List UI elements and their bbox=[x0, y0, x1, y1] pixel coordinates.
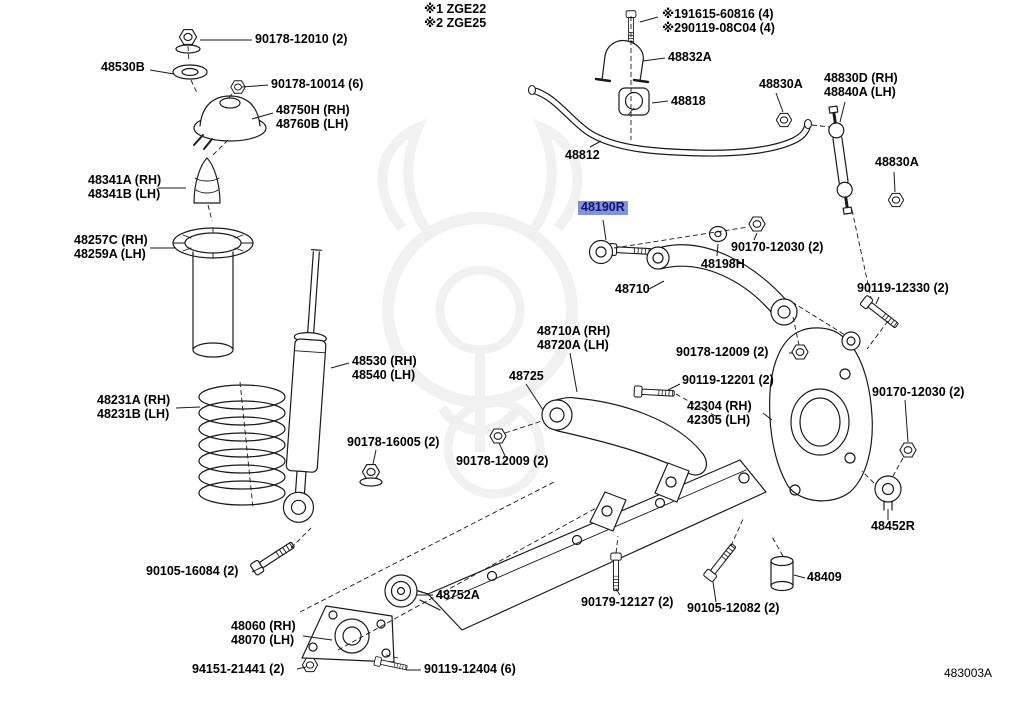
part-knuckle bbox=[769, 327, 873, 502]
label-48540: 48540 (LH) bbox=[352, 367, 416, 382]
label-48257c: 48257C (RH) bbox=[74, 233, 148, 247]
part-nut-12030-center bbox=[748, 216, 766, 232]
label-48830a-right: 48830A bbox=[875, 155, 919, 169]
part-bolt-12082 bbox=[702, 541, 739, 583]
label-48070: 48070 (LH) bbox=[231, 632, 295, 647]
label-90179-12127: 90179-12127 (2) bbox=[581, 595, 674, 609]
part-shock-absorber bbox=[282, 248, 327, 523]
part-stabilizer-bracket bbox=[594, 39, 650, 84]
label-42305: 42305 (LH) bbox=[687, 412, 751, 427]
label-90178-12009-left: 90178-12009 (2) bbox=[456, 454, 549, 468]
label-48725: 48725 bbox=[509, 369, 544, 383]
part-stabilizer-bar bbox=[527, 84, 813, 157]
label-90178-10014: 90178-10014 (6) bbox=[271, 77, 364, 91]
label-90178-12010: 90178-12010 (2) bbox=[255, 32, 348, 46]
label-48259a: 48259A (LH) bbox=[74, 246, 146, 261]
label-90119-12330: 90119-12330 (2) bbox=[857, 281, 949, 295]
part-upper-arm bbox=[646, 244, 798, 326]
label-48750h-48760b: 48750H (RH) 48760B (LH) bbox=[276, 103, 350, 131]
part-bolt-12330 bbox=[859, 294, 901, 331]
label-48530-48540: 48530 (RH) 48540 (LH) bbox=[352, 354, 417, 382]
label-48812: 48812 bbox=[565, 148, 600, 162]
part-bushing-48752a bbox=[384, 574, 418, 608]
part-bolt-12201 bbox=[633, 385, 675, 400]
label-90105-12082: 90105-12082 (2) bbox=[687, 601, 780, 615]
note-hardware-2: ※290119-08C04 (4) bbox=[662, 21, 775, 35]
label-48818: 48818 bbox=[671, 94, 706, 108]
part-coil-spring bbox=[198, 384, 286, 506]
label-90178-16005: 90178-16005 (2) bbox=[347, 435, 440, 449]
part-arm-bushing-48725 bbox=[541, 399, 573, 431]
part-dust-cover bbox=[172, 227, 254, 358]
label-48341b: 48341B (LH) bbox=[88, 186, 161, 201]
diagram-code: 483003A bbox=[944, 666, 993, 680]
part-nut-12009-left bbox=[489, 428, 507, 444]
label-48231b: 48231B (LH) bbox=[97, 406, 170, 421]
label-90170-12030-right: 90170-12030 (2) bbox=[872, 385, 965, 399]
label-48710: 48710 bbox=[615, 282, 650, 296]
part-bolt-16084 bbox=[249, 538, 297, 577]
part-axle-beam bbox=[411, 459, 767, 631]
label-48060-48070: 48060 (RH) 48070 (LH) bbox=[231, 619, 296, 647]
part-nut-94151 bbox=[301, 657, 319, 673]
label-48752a: 48752A bbox=[436, 588, 480, 602]
leader-lines bbox=[149, 16, 909, 671]
label-48832a: 48832A bbox=[668, 50, 712, 64]
part-stabilizer-link bbox=[828, 105, 853, 215]
label-90178-12009-right: 90178-12009 (2) bbox=[676, 345, 769, 359]
label-90105-16084: 90105-16084 (2) bbox=[146, 564, 239, 578]
label-42304-42305: 42304 (RH) 42305 (LH) bbox=[687, 399, 752, 427]
part-nut-12030-right bbox=[899, 442, 917, 458]
part-camber-bolt-48190r bbox=[588, 239, 652, 265]
note-variant-2: ※2 ZGE25 bbox=[424, 16, 487, 30]
assembly-dashed-lines bbox=[187, 16, 904, 659]
part-damper-48409 bbox=[770, 555, 794, 592]
label-90119-12404: 90119-12404 (6) bbox=[424, 662, 516, 676]
part-cam-washer-48198h bbox=[708, 225, 728, 243]
label-48198h: 48198H bbox=[701, 257, 745, 271]
label-48830d: 48830D (RH) bbox=[824, 71, 898, 85]
label-48750h: 48750H (RH) bbox=[276, 103, 350, 117]
label-48530b: 48530B bbox=[101, 60, 145, 74]
label-48530: 48530 (RH) bbox=[352, 354, 417, 368]
label-48231a: 48231A (RH) bbox=[97, 393, 171, 407]
label-90170-12030-center: 90170-12030 (2) bbox=[731, 240, 824, 254]
label-48720a: 48720A (LH) bbox=[537, 337, 609, 352]
note-hardware-1: ※191615-60816 (4) bbox=[662, 7, 774, 21]
note-variant-1: ※1 ZGE22 bbox=[424, 2, 487, 16]
label-48341a-48341b: 48341A (RH) 48341B (LH) bbox=[88, 173, 162, 201]
watermark-emblem bbox=[377, 118, 583, 499]
label-48840a: 48840A (LH) bbox=[824, 84, 896, 99]
label-48830d-48840a: 48830D (RH) 48840A (LH) bbox=[824, 71, 898, 99]
label-48257c-48259a: 48257C (RH) 48259A (LH) bbox=[74, 233, 148, 261]
label-48830a-top: 48830A bbox=[759, 77, 803, 91]
label-48760b: 48760B (LH) bbox=[276, 116, 349, 131]
part-bushing-48452r bbox=[874, 475, 902, 511]
label-48060: 48060 (RH) bbox=[231, 619, 296, 633]
part-bolt-12127 bbox=[610, 552, 622, 592]
label-42304: 42304 (RH) bbox=[687, 399, 752, 413]
part-stabilizer-bushing bbox=[618, 87, 650, 116]
part-strut-support-assembly bbox=[172, 29, 267, 150]
part-nut-48830a-right bbox=[887, 192, 905, 208]
label-48341a: 48341A (RH) bbox=[88, 173, 162, 187]
label-48710a: 48710A (RH) bbox=[537, 324, 611, 338]
part-lower-arm bbox=[545, 396, 708, 476]
part-nut-16005 bbox=[359, 464, 383, 487]
label-48409: 48409 bbox=[807, 570, 842, 584]
label-90119-12201: 90119-12201 (2) bbox=[682, 373, 774, 387]
label-48190r-selected[interactable]: 48190R bbox=[578, 200, 628, 215]
part-bracket-48060 bbox=[301, 605, 395, 663]
part-bump-stopper bbox=[193, 157, 221, 204]
label-48231a-48231b: 48231A (RH) 48231B (LH) bbox=[97, 393, 171, 421]
label-48710a-48720a: 48710A (RH) 48720A (LH) bbox=[537, 324, 611, 352]
part-nut-12009-right bbox=[791, 344, 809, 360]
part-nut-48830a-top bbox=[775, 112, 793, 128]
label-48452r: 48452R bbox=[871, 519, 915, 533]
label-94151-21441: 94151-21441 (2) bbox=[192, 662, 285, 676]
